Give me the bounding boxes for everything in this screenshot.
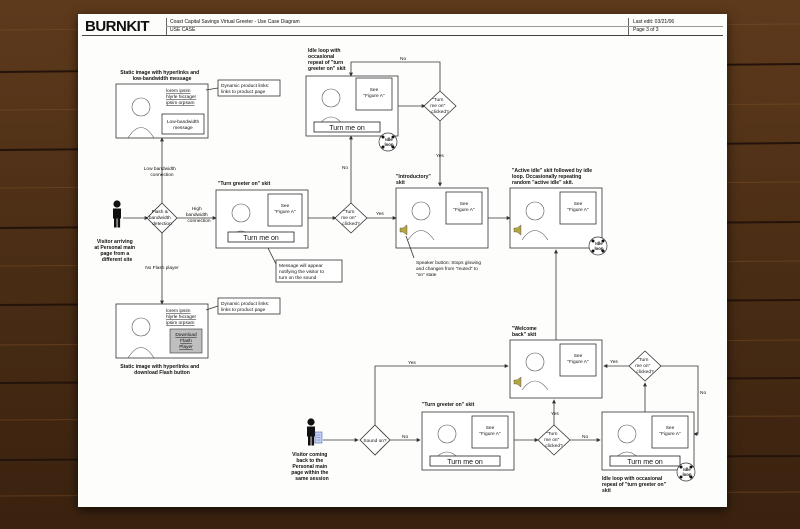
active-idle-screen: See"Figure A"	[509, 187, 603, 249]
svg-text:ipsim orpsam: ipsim orpsam	[166, 320, 195, 326]
page-number: Page 3 of 3	[633, 27, 659, 33]
diagram-sheet: BURNKIT Coast Capital Savings Virtual Gr…	[78, 14, 727, 507]
turn-greeter-top-label: "Turn greeter on" skit	[218, 181, 271, 187]
message-note	[275, 259, 343, 283]
turn-me-on-decision-bottom	[537, 424, 571, 456]
visitor-2-figure-icon	[307, 418, 323, 446]
svg-text:ipsim orpsam: ipsim orpsam	[166, 100, 195, 106]
no-flash-label: No Flash player	[145, 265, 179, 271]
visitor-1-label: Visitor arriving at Personal main page f…	[94, 230, 139, 263]
yes-label-4: Yes	[408, 360, 416, 366]
svg-text:See"Figure A": See"Figure A"	[567, 353, 589, 365]
turn-me-on-decision-bottom-label: "Turn me on" clicked?	[544, 422, 564, 449]
yes-label-1: Yes	[376, 211, 384, 217]
static-low-label: Static image with hyperlinks and low-ban…	[120, 61, 203, 82]
active-idle-label: "Active idle" skit followed by idle loop…	[512, 159, 597, 186]
static-download-links[interactable]: lorem ipsim hlyrle hicrager ipsim orpsam	[166, 308, 197, 326]
speaker-icon-intro[interactable]	[399, 224, 408, 236]
svg-text:See"Figure A": See"Figure A"	[659, 425, 681, 437]
use-case-diagram: Visitor arriving at Personal main page f…	[94, 39, 706, 494]
logo: BURNKIT	[85, 18, 150, 35]
svg-text:hlyrle hicrager: hlyrle hicrager	[166, 94, 197, 100]
svg-text:See"Figure A": See"Figure A"	[274, 203, 296, 215]
introductory-label: "Introductory" skit	[396, 165, 435, 186]
turn-me-on-button-idle-top[interactable]: Turn me on	[313, 121, 381, 133]
high-bandwidth-label: High bandwidth connection	[186, 197, 212, 224]
yes-label-5: Yes	[551, 411, 559, 417]
svg-text:Turn me on: Turn me on	[329, 125, 365, 132]
welcome-back-screen: See"Figure A"	[509, 339, 603, 399]
header-subrule	[166, 26, 723, 27]
dynamic-links-note-1	[217, 79, 281, 97]
static-low-links[interactable]: lorem ipsim hlyrle hicrager ipsim orpsam	[166, 88, 197, 106]
svg-text:Turn me on: Turn me on	[627, 459, 663, 466]
header-rule	[82, 35, 723, 36]
flash-detection-label: Flash & bandwidth detection	[149, 200, 175, 227]
section-label: USE CASE	[170, 27, 196, 33]
no-label-4: No	[402, 434, 408, 440]
turn-me-on-decision-mid-label: "Turn me on" clicked?	[341, 200, 361, 227]
speaker-note: Speaker button: Stops glowing and change…	[416, 251, 486, 278]
idle-loop-bottom-label: Idle loop with occasional repeat of "tur…	[602, 467, 670, 494]
introductory-screen: See"Figure A"	[395, 187, 489, 249]
visitor-2-label: Visitor coming back to the Personal main…	[291, 443, 333, 482]
message-note-text: Message will appear notifying the visito…	[279, 254, 329, 281]
last-edit: Last edit: 03/21/06	[633, 19, 675, 25]
svg-text:lorem ipsim: lorem ipsim	[166, 88, 191, 94]
no-label-1: No	[342, 165, 348, 171]
static-download-label: Static image with hyperlinks and downloa…	[120, 355, 203, 376]
no-label-5: No	[582, 434, 588, 440]
svg-text:Turn me on: Turn me on	[447, 459, 483, 466]
no-label-2: No	[400, 56, 406, 62]
visitor-1-figure-icon	[113, 200, 121, 228]
svg-text:hlyrle hicrager: hlyrle hicrager	[166, 314, 197, 320]
dynamic-links-note-1-text: Dynamic product links: links to product …	[221, 74, 274, 95]
svg-text:See"Figure A": See"Figure A"	[479, 425, 501, 437]
turn-me-on-decision-right-label: "Turn me on" clicked?	[635, 348, 655, 375]
turn-me-on-button-idle-bottom[interactable]: Turn me on	[609, 455, 681, 467]
turn-me-on-decision-right	[628, 350, 662, 382]
turn-me-on-button-bottom[interactable]: Turn me on	[429, 455, 501, 467]
low-bandwidth-label: Low bandwidth connection	[144, 157, 180, 178]
turn-me-on-button-top[interactable]: Turn me on	[227, 231, 295, 243]
turn-me-on-decision-top-label: "Turn me on" clicked?	[430, 88, 450, 115]
welcome-back-label: "Welcome back" skit	[512, 317, 541, 338]
turn-me-on-decision-mid	[334, 202, 368, 234]
svg-text:See"Figure A": See"Figure A"	[567, 201, 589, 213]
svg-text:Turn me on: Turn me on	[243, 235, 279, 242]
doc-title: Coast Capital Savings Virtual Greeter - …	[170, 19, 300, 25]
yes-label-2: Yes	[436, 153, 444, 159]
dynamic-links-note-2-text: Dynamic product links: links to product …	[221, 292, 274, 313]
svg-text:See"Figure A": See"Figure A"	[453, 201, 475, 213]
sound-on-decision	[359, 424, 391, 456]
turn-greeter-bottom-label: "Turn greeter on" skit	[422, 402, 475, 408]
idle-loop-top-label: Idle loop with occasional repeat of "tur…	[308, 39, 348, 72]
no-label-3: No	[700, 390, 706, 396]
speaker-icon-active[interactable]	[513, 224, 522, 236]
sound-on-label: Sound on?	[363, 438, 387, 444]
speaker-icon-welcome[interactable]	[513, 376, 522, 388]
svg-text:See"Figure A": See"Figure A"	[363, 87, 385, 99]
dynamic-links-note-2	[217, 297, 281, 315]
svg-text:lorem ipsim: lorem ipsim	[166, 308, 191, 314]
yes-label-3: Yes	[610, 359, 618, 365]
